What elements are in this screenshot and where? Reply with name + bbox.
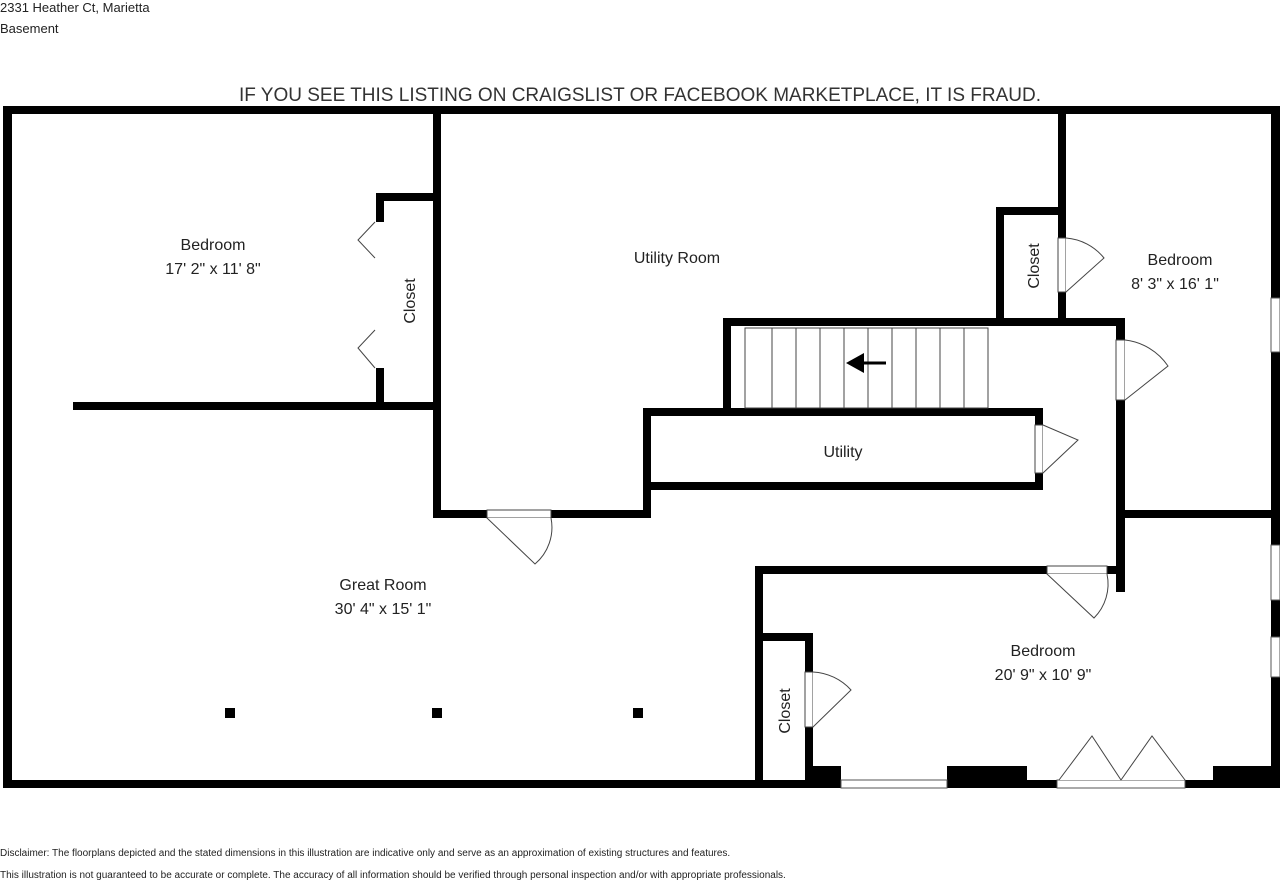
room-name-utility-room: Utility Room — [634, 250, 720, 267]
room-dims-bedroom-bottom: 20' 9" x 10' 9" — [995, 667, 1092, 684]
room-name-closet-left: Closet — [402, 278, 419, 324]
room-name-bedroom-bottom: Bedroom — [1011, 643, 1076, 660]
address: 2331 Heather Ct, Marietta — [0, 0, 150, 15]
room-dims-great-room: 30' 4" x 15' 1" — [335, 601, 432, 618]
windows — [840, 297, 1280, 789]
room-name-closet-right: Closet — [1026, 243, 1043, 289]
disclaimer-line-2: This illustration is not guaranteed to b… — [0, 870, 786, 881]
room-dims-bedroom-right: 8' 3" x 16' 1" — [1131, 276, 1219, 293]
room-name-bedroom-left: Bedroom — [181, 237, 246, 254]
disclaimer-line-1: Disclaimer: The floorplans depicted and … — [0, 848, 731, 859]
doors — [357, 221, 1186, 781]
walls — [3, 106, 1280, 788]
floor-name: Basement — [0, 21, 59, 36]
fraud-watermark: IF YOU SEE THIS LISTING ON CRAIGSLIST OR… — [239, 85, 1041, 106]
room-name-bedroom-right: Bedroom — [1148, 252, 1213, 269]
stairs — [744, 327, 989, 409]
room-dims-bedroom-left: 17' 2" x 11' 8" — [165, 261, 260, 278]
stair-direction-arrow-icon — [846, 353, 886, 373]
room-name-closet-bottom: Closet — [777, 688, 794, 734]
room-name-utility: Utility — [823, 444, 862, 461]
room-name-great-room: Great Room — [339, 577, 426, 594]
